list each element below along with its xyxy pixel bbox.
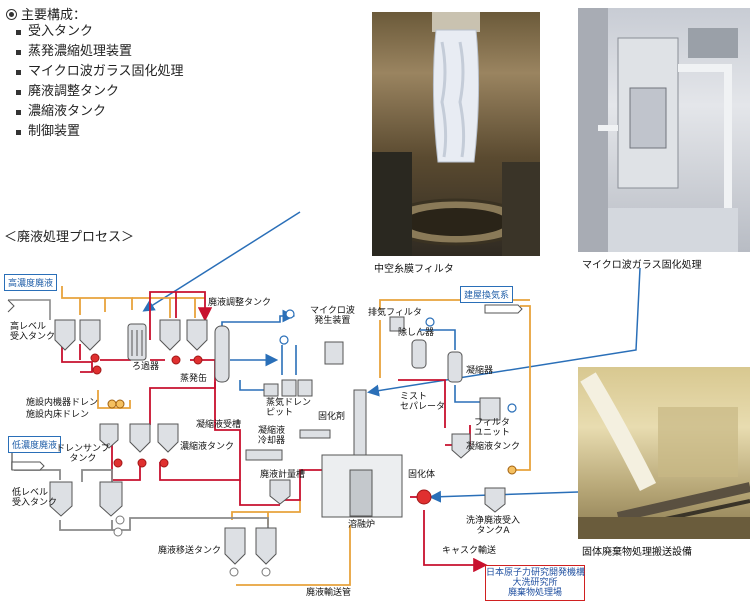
- label-filter-unit: フィルタ ユニット: [474, 418, 511, 438]
- label-drain-floor: 施設内床ドレン: [26, 410, 90, 420]
- photo-caption-conveyor: 固体廃棄物処理搬送設備: [582, 547, 692, 558]
- process-title: ＜廃液処理プロセス＞: [4, 230, 135, 245]
- low-inlet-icon: [11, 461, 45, 471]
- list-item: 受入タンク: [14, 22, 183, 42]
- label-dehumidifier: 除しん器: [398, 328, 435, 338]
- label-concentrate-tank: 濃縮液タンク: [180, 442, 235, 452]
- label-solidifier: 固化剤: [318, 412, 346, 422]
- photo-caption-microwave: マイクロ波ガラス固化処理: [582, 260, 702, 271]
- label-metering-tank: 廃液計量槽: [260, 470, 306, 480]
- label-drain-facility: 施設内機器ドレン: [26, 398, 99, 408]
- label-drain-sump: ドレンサンプ タンク: [56, 444, 110, 464]
- exhaust-outlet-icon: [484, 304, 523, 314]
- label-exhaust-filter: 排気フィルタ: [368, 308, 422, 318]
- label-mist-separator: ミスト セパレータ: [400, 392, 446, 412]
- label-condensate-tank: 凝縮液タンク: [466, 442, 521, 452]
- list-item: 蒸発濃縮処理装置: [14, 42, 183, 62]
- label-melter: 溶融炉: [348, 520, 376, 530]
- pump-icons: [90, 353, 432, 505]
- list-item: 廃液調整タンク: [14, 82, 183, 102]
- label-microwave-generator: マイクロ波 発生装置: [310, 306, 355, 326]
- label-condensate-cooler: 凝縮液 冷却器: [258, 426, 286, 446]
- label-adjust-tank: 廃液調整タンク: [208, 298, 272, 308]
- vitrification-illustration: [578, 8, 738, 252]
- conveyor-illustration: [578, 372, 750, 539]
- destination-box: 日本原子力研究開発機構 大洗研究所 廃棄物処理場: [485, 565, 585, 601]
- main-components-heading: 主要構成：: [6, 4, 86, 23]
- filter-rods: [131, 330, 143, 356]
- label-transfer-pipe: 廃液輸送管: [306, 588, 352, 598]
- solid-waste-conveyor-photo: [578, 367, 750, 539]
- label-steam-drain-pit: 蒸気ドレン ピット: [266, 398, 312, 418]
- label-high-level-tank: 高レベル 受入タンク: [10, 322, 56, 342]
- label-transfer-tank: 廃液移送タンク: [158, 546, 222, 556]
- radio-bullet-icon: [6, 9, 17, 20]
- gray-pump-icons: [113, 515, 271, 577]
- filter-illustration: [372, 12, 540, 256]
- label-filter: ろ過器: [132, 362, 160, 372]
- main-components-list: 受入タンク 蒸発濃縮処理装置 マイクロ波ガラス固化処理 廃液調整タンク 濃縮液タ…: [14, 22, 183, 142]
- label-evaporator: 蒸発缶: [180, 374, 208, 384]
- hollow-fiber-filter-photo: [372, 12, 540, 256]
- label-low-level-tank: 低レベル 受入タンク: [12, 488, 58, 508]
- label-wash-tank-a: 洗浄廃液受入 タンクA: [466, 516, 521, 536]
- source-label-exhaust: 建屋換気系: [460, 286, 514, 303]
- source-label-high: 高濃度廃液: [4, 274, 58, 291]
- list-item: 濃縮液タンク: [14, 102, 183, 122]
- label-solid-body: 固化体: [408, 470, 436, 480]
- photo-caption-hollow-fiber: 中空糸膜フィルタ: [374, 264, 454, 275]
- list-item: 制御装置: [14, 122, 183, 142]
- callout-line-filter: [142, 211, 301, 312]
- valve-icons: [107, 399, 517, 475]
- list-item: マイクロ波ガラス固化処理: [14, 62, 183, 82]
- fan-icons: [279, 309, 517, 413]
- label-condensate-receiver: 凝縮液受槽: [196, 420, 242, 430]
- tank-shapes: [49, 316, 506, 565]
- label-cask-transport: キャスク輸送: [442, 546, 497, 556]
- label-condenser: 凝縮器: [466, 366, 494, 376]
- source-label-low: 低濃度廃液: [8, 436, 62, 453]
- inlet-arrow-icon: [7, 299, 15, 313]
- microwave-vitrification-photo: [578, 8, 750, 252]
